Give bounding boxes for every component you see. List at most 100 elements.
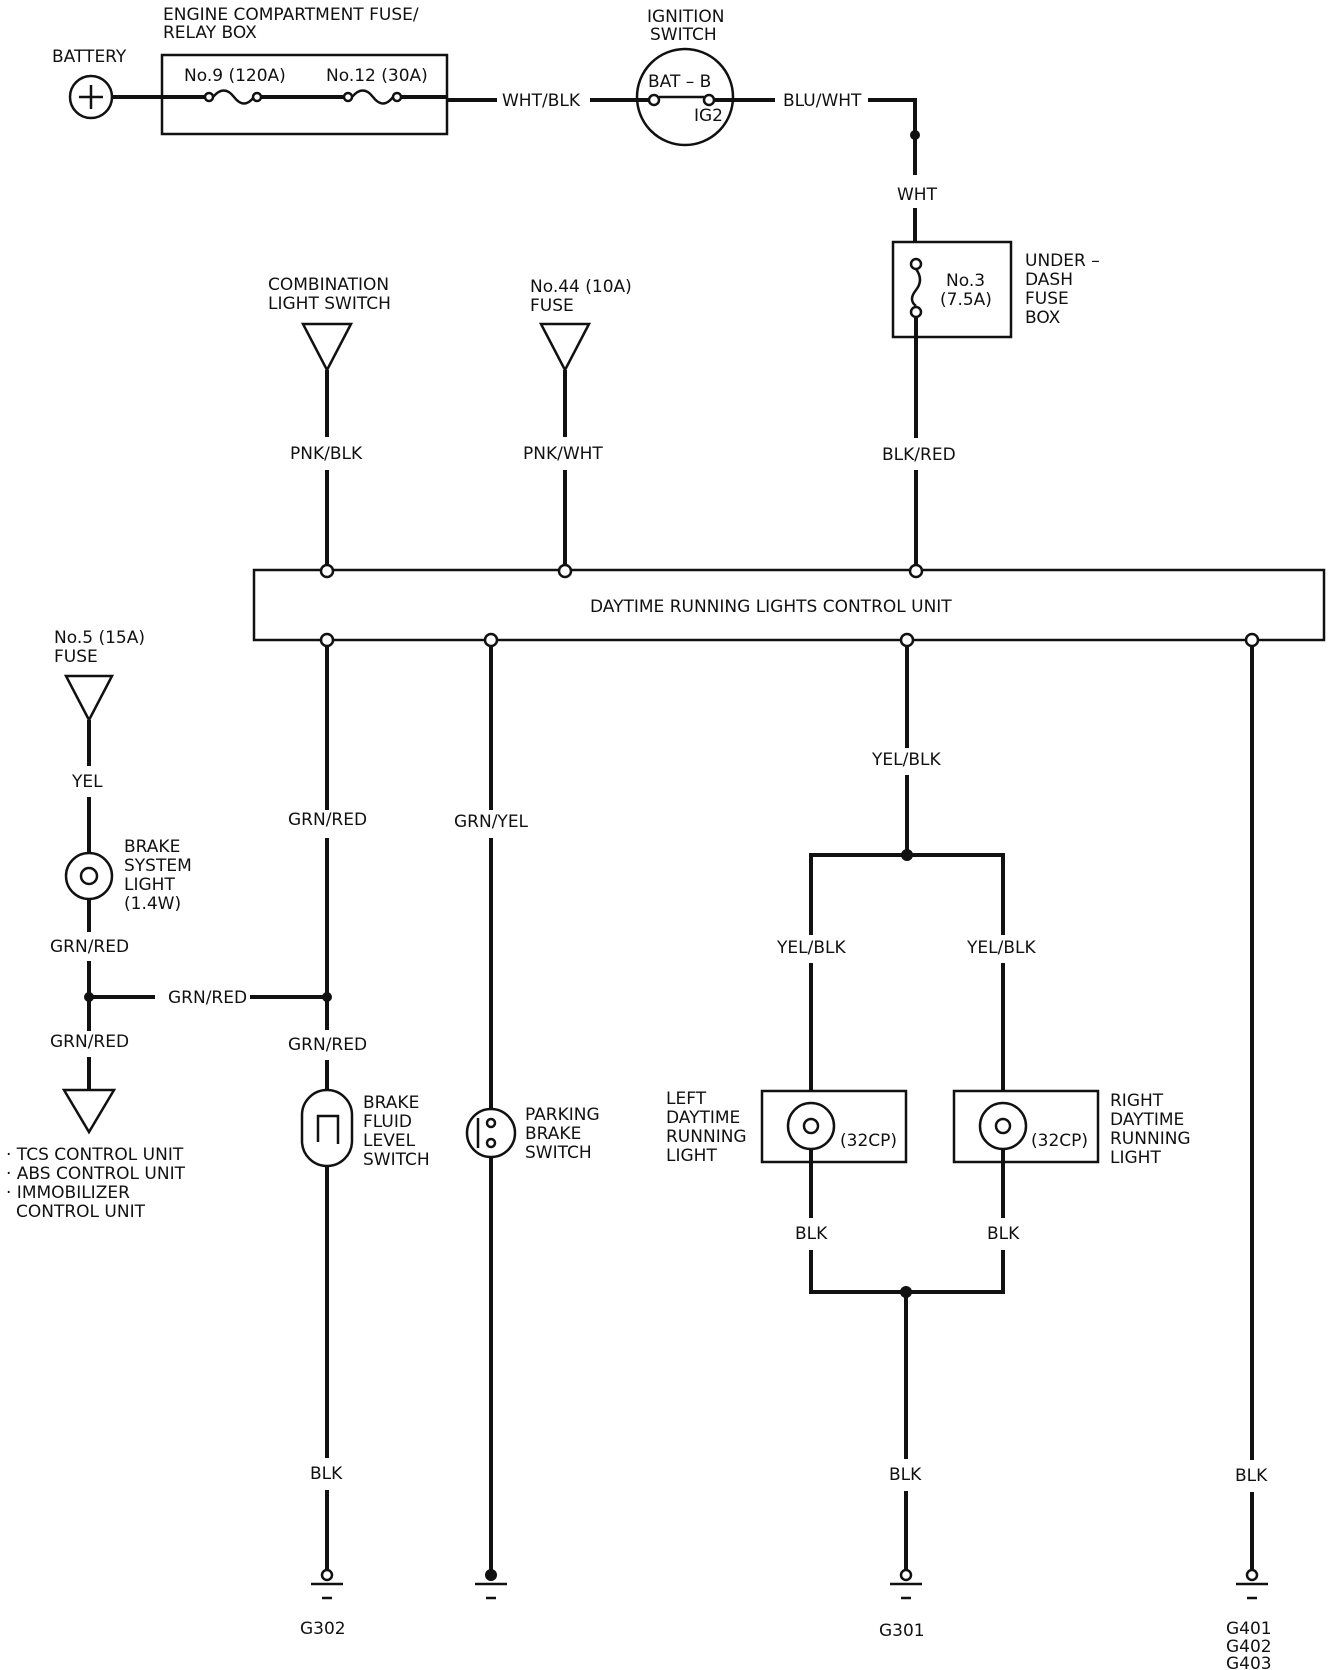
wht-label: WHT xyxy=(897,185,938,205)
pnk-blk-label: PNK/BLK xyxy=(290,444,363,464)
brake-light-label-2: SYSTEM xyxy=(124,856,192,876)
fluid-label-2: FLUID xyxy=(363,1112,412,1132)
left-drl-cp-label: (32CP) xyxy=(840,1131,897,1151)
right-label-2: DAYTIME xyxy=(1110,1110,1184,1130)
wht-blk-label: WHT/BLK xyxy=(502,91,581,111)
right-label-3: RUNNING xyxy=(1110,1129,1191,1149)
underdash-label-1: UNDER – xyxy=(1025,251,1100,271)
fuse9-label: No.9 (120A) xyxy=(184,66,286,86)
right-drl-cp-label: (32CP) xyxy=(1031,1131,1088,1151)
brake-light-label-3: LIGHT xyxy=(124,875,175,895)
fuse44-label-2: FUSE xyxy=(530,296,574,316)
ignition-bat-label: BAT – B xyxy=(648,72,711,92)
fuse3-label-2: (7.5A) xyxy=(940,290,992,310)
engine-box-label-2: RELAY BOX xyxy=(163,23,257,43)
g302-label: G302 xyxy=(300,1619,346,1639)
blk-g302-label: BLK xyxy=(310,1464,343,1484)
parking-label-3: SWITCH xyxy=(525,1143,592,1163)
pnk-wht-label: PNK/WHT xyxy=(523,444,603,464)
fuse3-label-1: No.3 xyxy=(946,271,985,291)
fuse44-source-icon xyxy=(538,322,592,373)
brake-fluid-level-switch-icon xyxy=(300,1088,354,1168)
underdash-label-4: BOX xyxy=(1025,308,1061,328)
g401-label: G401 xyxy=(1226,1619,1272,1639)
dest-label-4: CONTROL UNIT xyxy=(16,1202,146,1222)
blu-wht-wire-b xyxy=(868,98,917,135)
blk-right-light-label: BLK xyxy=(987,1224,1020,1244)
drl-control-unit xyxy=(252,568,1326,642)
cu-pin-yel-blk xyxy=(899,632,915,648)
yel-blk-left-label: YEL/BLK xyxy=(776,938,846,958)
dest-label-3: · IMMOBILIZER xyxy=(6,1183,130,1203)
g402-label: G402 xyxy=(1226,1637,1272,1657)
battery-symbol xyxy=(68,74,114,120)
parking-brake-switch-icon xyxy=(465,1107,517,1159)
fuse12-label: No.12 (30A) xyxy=(326,66,428,86)
ignition-label-2: SWITCH xyxy=(650,25,717,45)
ignition-ig2-label: IG2 xyxy=(694,106,723,126)
underdash-label-2: DASH xyxy=(1025,270,1073,290)
combo-label-2: LIGHT SWITCH xyxy=(268,294,391,314)
brake-light-label-1: BRAKE xyxy=(124,837,180,857)
yel-blk-right-label: YEL/BLK xyxy=(966,938,1036,958)
ignition-label-1: IGNITION xyxy=(647,7,724,27)
dest-label-2: · ABS CONTROL UNIT xyxy=(6,1164,186,1184)
splice-dot-center xyxy=(322,992,332,1002)
engine-box-label-1: ENGINE COMPARTMENT FUSE/ xyxy=(163,5,419,25)
ignition-bat-terminal xyxy=(647,93,661,107)
blu-wht-label: BLU/WHT xyxy=(783,91,862,111)
grn-red-label-c: GRN/RED xyxy=(50,1032,129,1052)
combo-label-1: COMBINATION xyxy=(268,275,389,295)
fuse3-element xyxy=(910,268,922,307)
brake-light-label-4: (1.4W) xyxy=(124,894,181,914)
under-dash-fuse-box xyxy=(891,240,1013,339)
blk-left-light-label: BLK xyxy=(795,1224,828,1244)
grn-yel-label: GRN/YEL xyxy=(454,812,529,832)
g403-label: G403 xyxy=(1226,1654,1272,1670)
parking-label-1: PARKING xyxy=(525,1105,600,1125)
parking-label-2: BRAKE xyxy=(525,1124,581,1144)
fuse44-label-1: No.44 (10A) xyxy=(530,277,632,297)
underdash-label-3: FUSE xyxy=(1025,289,1069,309)
destination-arrow-icon xyxy=(61,1088,117,1135)
ignition-switch xyxy=(635,47,735,147)
left-label-3: RUNNING xyxy=(666,1127,747,1147)
dest-label-1: · TCS CONTROL UNIT xyxy=(6,1145,184,1165)
yel-label: YEL xyxy=(71,772,103,792)
grn-red-label-d: GRN/RED xyxy=(288,810,367,830)
fluid-label-3: LEVEL xyxy=(363,1131,416,1151)
fluid-label-1: BRAKE xyxy=(363,1093,419,1113)
cu-pin-pnk-blk xyxy=(319,563,335,579)
yel-blk-main-label: YEL/BLK xyxy=(871,750,941,770)
fuse3-terminal-top xyxy=(909,257,923,271)
ground-g301-icon xyxy=(890,1568,922,1600)
ignition-ig2-terminal xyxy=(702,93,716,107)
left-label-2: DAYTIME xyxy=(666,1108,740,1128)
blk-lights-join-wire xyxy=(809,1250,1005,1294)
fuse3-terminal-bottom xyxy=(909,305,923,319)
cu-pin-grn-red xyxy=(319,632,335,648)
ground-parking-icon xyxy=(475,1569,507,1600)
fuse5-label-2: FUSE xyxy=(54,647,98,667)
grn-red-label-e: GRN/RED xyxy=(288,1035,367,1055)
cu-pin-blk-red xyxy=(908,563,924,579)
fuse5-label-1: No.5 (15A) xyxy=(54,628,145,648)
fuse-chain xyxy=(162,89,447,105)
ground-g401-icon xyxy=(1236,1568,1268,1600)
battery-label: BATTERY xyxy=(52,47,127,67)
grn-red-label-b: GRN/RED xyxy=(168,988,247,1008)
control-unit-label: DAYTIME RUNNING LIGHTS CONTROL UNIT xyxy=(590,597,952,617)
right-label-4: LIGHT xyxy=(1110,1148,1161,1168)
fluid-label-4: SWITCH xyxy=(363,1150,430,1170)
cu-pin-blk xyxy=(1244,632,1260,648)
yel-blk-split-wire xyxy=(809,853,1005,935)
right-label-1: RIGHT xyxy=(1110,1091,1164,1111)
grn-red-label-a: GRN/RED xyxy=(50,937,129,957)
left-label-4: LIGHT xyxy=(666,1146,717,1166)
blk-g401-label: BLK xyxy=(1235,1466,1268,1486)
fuse5-source-icon xyxy=(63,674,115,723)
blk-red-label: BLK/RED xyxy=(882,445,956,465)
g301-label: G301 xyxy=(879,1621,925,1641)
brake-system-light-bulb-icon xyxy=(64,851,114,901)
